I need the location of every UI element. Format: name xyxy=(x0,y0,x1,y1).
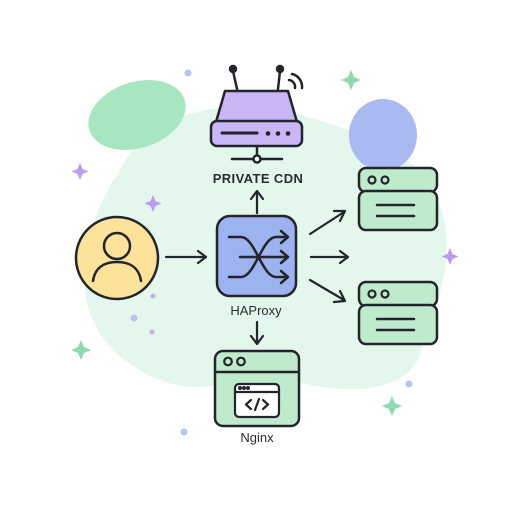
nginx-node xyxy=(213,349,301,428)
arrow-user-to-proxy xyxy=(164,249,208,265)
blue-blob xyxy=(349,99,417,171)
browser-code-icon xyxy=(233,382,281,419)
arrow-proxy-to-cdn xyxy=(249,189,265,215)
server-top-node xyxy=(357,166,439,232)
haproxy-label: HAProxy xyxy=(230,303,282,318)
sparkle-icon xyxy=(71,163,459,265)
server-icon xyxy=(357,280,439,346)
arrow-proxy-to-server-mid xyxy=(309,249,350,265)
server-icon xyxy=(357,166,439,232)
arrow-proxy-to-server-top xyxy=(308,209,347,236)
cdn-node xyxy=(209,64,304,164)
dot-decoration xyxy=(149,293,156,335)
cdn-label: PRIVATE CDN xyxy=(212,171,304,186)
nginx-label: Nginx xyxy=(240,430,274,445)
haproxy-node xyxy=(215,214,298,298)
green-blob xyxy=(88,80,186,150)
user-node xyxy=(74,215,160,301)
sparkle-icon xyxy=(71,70,402,416)
shuffle-icon xyxy=(227,229,290,285)
user-icon xyxy=(91,231,143,283)
arrow-proxy-to-nginx xyxy=(249,320,265,346)
server-bottom-node xyxy=(357,280,439,346)
arrow-proxy-to-server-bottom xyxy=(308,278,347,304)
router-icon xyxy=(209,64,304,164)
dot-decoration xyxy=(130,69,413,436)
connection-arrows xyxy=(164,189,350,346)
